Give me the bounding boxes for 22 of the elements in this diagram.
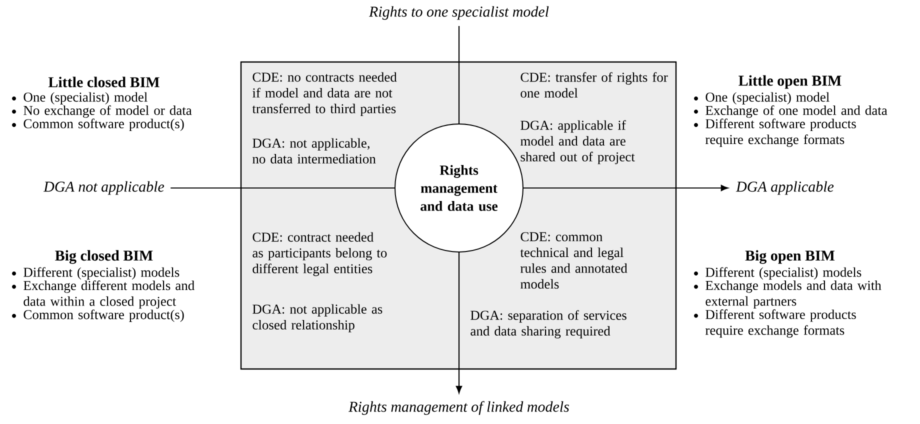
bullet-item: Exchange of one model and data — [694, 105, 888, 118]
bullet-item: One (specialist) model — [12, 92, 148, 104]
group-heading: Little open BIM — [738, 75, 842, 89]
axis-arrow — [524, 184, 728, 192]
bullet-item: Different software products require exchange formats — [694, 118, 856, 147]
group-heading: Little closed BIM — [48, 76, 160, 88]
group-heading: Big closed BIM — [55, 250, 153, 264]
axis-label: Rights to one specialist model — [368, 6, 549, 20]
axis-label: DGA applicable — [736, 181, 834, 195]
bullet-item: Different (specialist) models — [694, 267, 862, 280]
bullet-item: Different (specialist) models — [12, 267, 180, 280]
bullet-item: One (specialist) model — [694, 92, 830, 104]
bullet-item: Common software product(s) — [12, 310, 184, 322]
bullet-item: Exchange models and data with external partners — [694, 280, 882, 309]
bullet-item: No exchange of model or data — [12, 105, 192, 118]
axis-label: Rights management of linked models — [348, 401, 569, 415]
bullet-item: Different software products require exchange formats — [694, 309, 856, 338]
bullet-item: Common software product(s) — [12, 118, 184, 132]
bullet-item: Exchange different models and data within a closed project — [12, 280, 194, 309]
axis-arrow — [456, 252, 462, 394]
group-heading: Big open BIM — [745, 250, 835, 264]
axis-label: DGA not applicable — [43, 181, 164, 195]
